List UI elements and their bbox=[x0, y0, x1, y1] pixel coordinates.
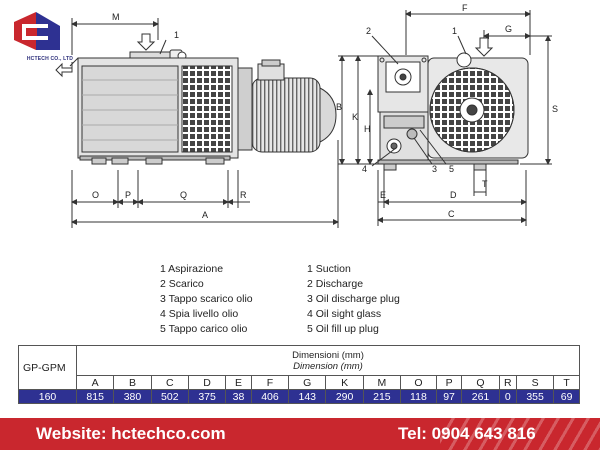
dimensions-header: Dimensioni (mm) Dimension (mm) bbox=[76, 345, 580, 376]
column-header-a: A bbox=[75, 375, 115, 390]
value-cell-g: 143 bbox=[288, 389, 327, 404]
column-header-f: F bbox=[250, 375, 290, 390]
label-C: C bbox=[448, 209, 455, 219]
legend-item: 2 Discharge bbox=[307, 278, 364, 290]
column-header-d: D bbox=[187, 375, 227, 390]
dimensions-header-it: Dimensioni (mm) bbox=[292, 349, 364, 361]
value-cell-o: 118 bbox=[400, 389, 437, 404]
legend-item: 4 Spia livello olio bbox=[160, 308, 239, 320]
technical-drawing: M 1 O P Q R A bbox=[55, 3, 558, 228]
legend-english: 1 Suction 2 Discharge 3 Oil discharge pl… bbox=[307, 262, 400, 337]
column-header-t: T bbox=[553, 375, 580, 390]
label-1-side: 1 bbox=[174, 30, 179, 40]
value-cell-k: 290 bbox=[325, 389, 364, 404]
side-view bbox=[55, 18, 339, 228]
front-view bbox=[338, 10, 552, 226]
value-cell-d: 375 bbox=[187, 389, 227, 404]
column-header-c: C bbox=[150, 375, 189, 390]
label-K: K bbox=[352, 112, 358, 122]
column-header-p: P bbox=[435, 375, 463, 390]
value-cell-s: 355 bbox=[515, 389, 555, 404]
footer-bar: Website: hctechco.com Tel: 0904 643 816 bbox=[0, 418, 600, 450]
label-G: G bbox=[505, 24, 512, 34]
phone-number[interactable]: Tel: 0904 643 816 bbox=[398, 424, 536, 443]
label-D: D bbox=[450, 190, 457, 200]
value-cell-r: 0 bbox=[498, 389, 517, 404]
legend-item: 1 Suction bbox=[307, 263, 351, 275]
website-link[interactable]: Website: hctechco.com bbox=[36, 424, 226, 443]
label-F: F bbox=[462, 3, 468, 13]
model-cell: 160 bbox=[18, 389, 77, 404]
value-cell-m: 215 bbox=[362, 389, 402, 404]
column-header-m: M bbox=[362, 375, 402, 390]
column-header-s: S bbox=[515, 375, 555, 390]
model-header: GP-GPM bbox=[18, 345, 77, 390]
label-R: R bbox=[240, 190, 247, 200]
legend-item: 5 Tappo carico olio bbox=[160, 323, 248, 335]
label-M: M bbox=[112, 12, 120, 22]
label-4: 4 bbox=[362, 164, 367, 174]
label-B: B bbox=[336, 102, 342, 112]
label-A: A bbox=[202, 210, 208, 220]
value-cell-t: 69 bbox=[553, 389, 580, 404]
column-header-r: R bbox=[498, 375, 517, 390]
legend-item: 5 Oil fill up plug bbox=[307, 323, 379, 335]
label-Q: Q bbox=[180, 190, 187, 200]
value-cell-p: 97 bbox=[435, 389, 463, 404]
column-header-o: O bbox=[400, 375, 437, 390]
label-5: 5 bbox=[449, 164, 454, 174]
value-cell-e: 38 bbox=[225, 389, 252, 404]
front-view-labels: F G 2 1 S B K H 4 3 5 E D T C bbox=[336, 3, 558, 219]
label-T: T bbox=[482, 179, 488, 189]
value-cell-q: 261 bbox=[461, 389, 500, 404]
column-header-g: G bbox=[288, 375, 327, 390]
label-E: E bbox=[380, 190, 386, 200]
label-H: H bbox=[364, 124, 371, 134]
logo-text: HCTECH CO., LTD bbox=[26, 56, 74, 62]
legend-item: 3 Oil discharge plug bbox=[307, 293, 400, 305]
label-P: P bbox=[125, 190, 131, 200]
company-logo: HCTECH CO., LTD bbox=[10, 10, 74, 62]
column-header-k: K bbox=[325, 375, 364, 390]
dimensions-header-en: Dimension (mm) bbox=[293, 360, 363, 372]
column-header-q: Q bbox=[461, 375, 500, 390]
legend-item: 1 Aspirazione bbox=[160, 263, 224, 275]
label-2-front: 2 bbox=[366, 26, 371, 36]
label-S: S bbox=[552, 104, 558, 114]
value-cell-c: 502 bbox=[150, 389, 189, 404]
legend-item: 2 Scarico bbox=[160, 278, 204, 290]
side-view-labels: M 1 O P Q R A bbox=[92, 12, 247, 220]
column-header-e: E bbox=[225, 375, 252, 390]
column-header-b: B bbox=[113, 375, 152, 390]
footer-decoration bbox=[440, 418, 600, 450]
legend-item: 3 Tappo scarico olio bbox=[160, 293, 253, 305]
value-cell-a: 815 bbox=[75, 389, 115, 404]
label-1-front: 1 bbox=[452, 26, 457, 36]
label-3: 3 bbox=[432, 164, 437, 174]
logo-mark bbox=[14, 12, 60, 50]
legend-item: 4 Oil sight glass bbox=[307, 308, 382, 320]
legend-italian: 1 Aspirazione 2 Scarico 3 Tappo scarico … bbox=[160, 262, 253, 337]
value-cell-f: 406 bbox=[250, 389, 290, 404]
value-cell-b: 380 bbox=[113, 389, 152, 404]
label-O: O bbox=[92, 190, 99, 200]
